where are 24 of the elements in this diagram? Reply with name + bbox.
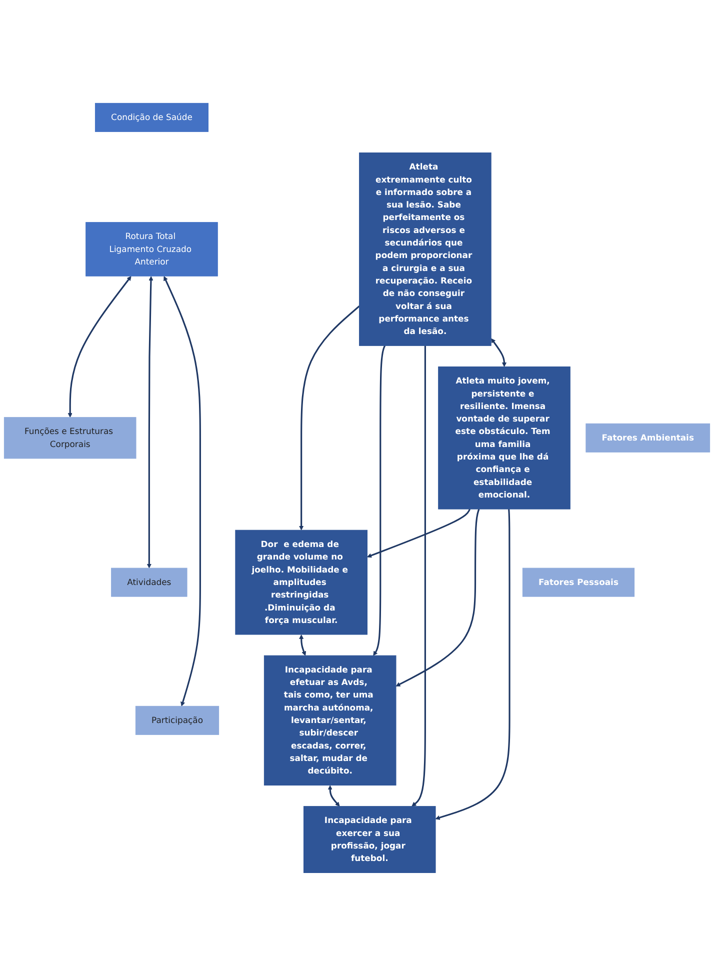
arrow [373,345,386,656]
node-box: Participação [135,706,220,735]
arrow [367,508,471,558]
arrow [164,276,201,706]
node-box: Funções e Estruturas Corporais [4,417,136,459]
node-box: Dor e edema de grande volume no joelho. Mobilidade e amplitudes restringidas .Diminuição da força muscular. [235,530,368,635]
arrow [146,276,154,568]
arrow [328,785,340,807]
node-box: Fatores Pessoais [522,568,635,597]
node-box: Atleta extremamente culto e informado sobre a sua lesão. Sabe perfeitamente os riscos adversos e secundários que podem proporcionar a cirurgia e a sua recuperação. Receio de não conseguir voltar á sua performance antes da lesão. [359,152,492,346]
node-box: Fatores Ambientais [586,423,710,452]
node-box: Condição de Saúde [94,102,208,132]
arrow [396,508,480,686]
arrow [68,276,132,418]
node-box: Rotura Total Ligamento Cruzado Anterior [86,222,218,276]
node-box: Incapacidade para efetuar as Avds, tais como, ter uma marcha autónoma, levantar/sentar, subir/descer escadas, correr, saltar, mudar de decúbito. [264,655,396,786]
node-box: Atleta muito jovem, persistente e resiliente. Imensa vontade de superar este obstáculo. Tem uma familia próxima que lhe dá confiança e estabilidade emocional. [438,366,570,510]
arrow [435,509,510,820]
node-box: Atividades [111,568,188,597]
arrow [299,306,360,530]
arrow [412,346,426,807]
arrow [299,634,306,656]
arrow [490,338,507,367]
node-box: Incapacidade para exercer a sua profissão, jogar futebol. [303,806,436,874]
